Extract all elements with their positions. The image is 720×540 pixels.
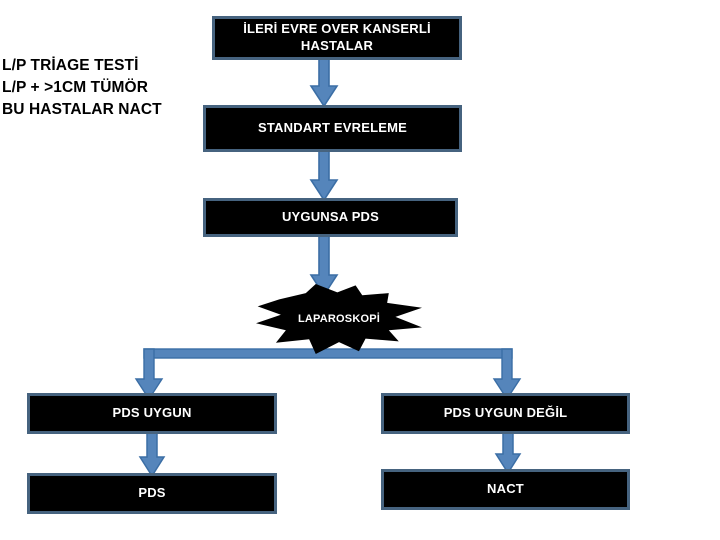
connector-laparoscopy-branch <box>134 345 522 405</box>
connector-pds-to-laparoscopy <box>309 234 339 297</box>
node-advanced-stage-ovarian-cancer-patients[interactable]: İLERİ EVRE OVER KANSERLİ HASTALAR <box>212 16 462 60</box>
node-if-suitable-pds[interactable]: UYGUNSA PDS <box>203 198 458 237</box>
node-laparoscopy[interactable]: LAPAROSKOPİ <box>252 280 426 358</box>
connector-staging-to-pds <box>309 149 339 202</box>
node-nact[interactable]: NACT <box>381 469 630 510</box>
node-pds[interactable]: PDS <box>27 473 277 514</box>
node-pds-suitable[interactable]: PDS UYGUN <box>27 393 277 434</box>
connector-patients-to-staging <box>309 55 339 108</box>
node-laparoscopy-label: LAPAROSKOPİ <box>297 313 381 325</box>
connector-suitable-to-pds <box>138 429 166 478</box>
connector-notsuitable-to-nact <box>494 429 522 475</box>
triage-note: L/P TRİAGE TESTİ L/P + >1CM TÜMÖR BU HAS… <box>2 57 162 118</box>
node-pds-not-suitable[interactable]: PDS UYGUN DEĞİL <box>381 393 630 434</box>
node-standard-staging[interactable]: STANDART EVRELEME <box>203 105 462 152</box>
